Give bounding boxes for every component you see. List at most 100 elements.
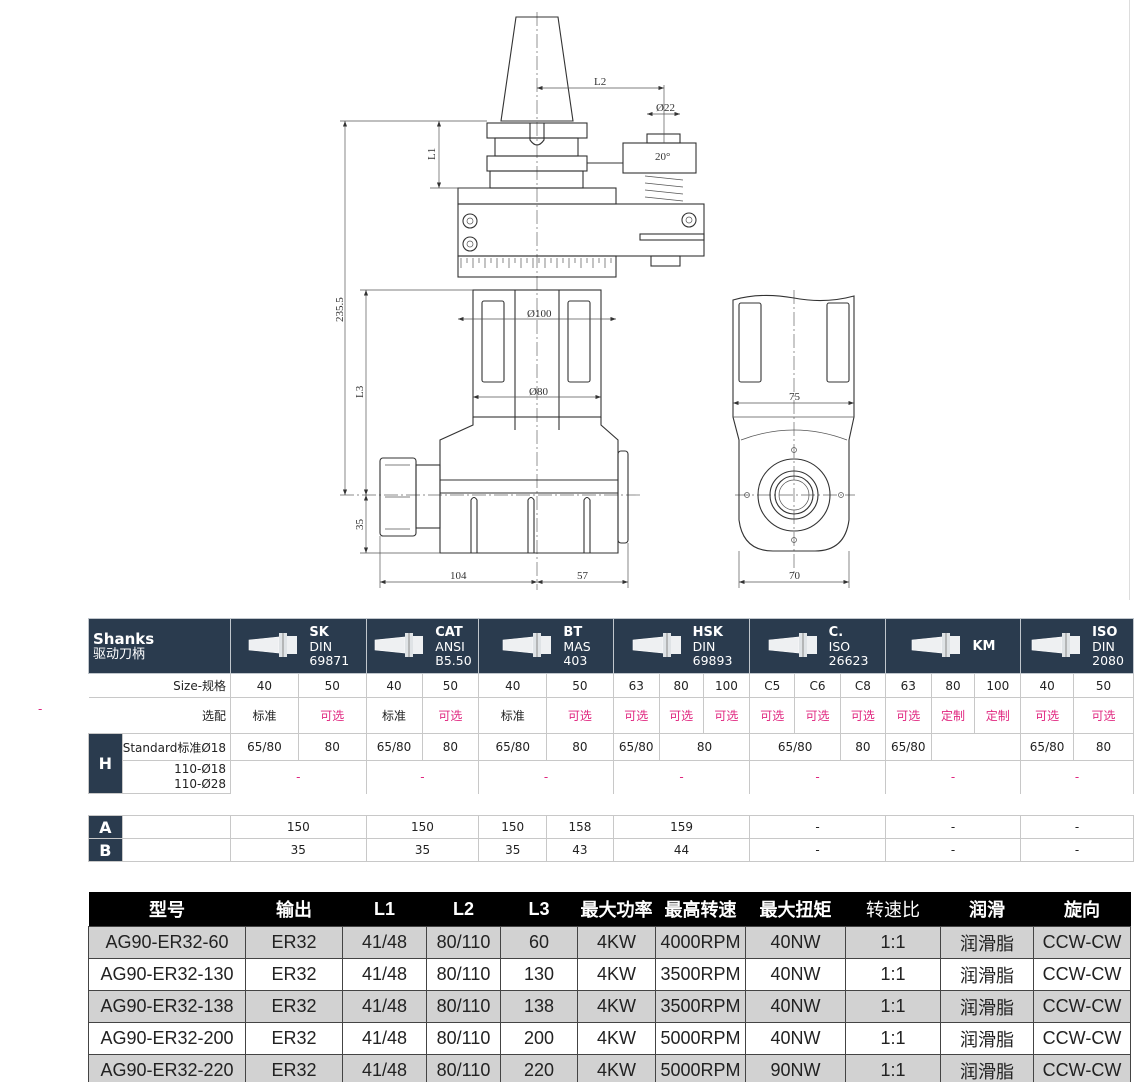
model-name-cell: AG90-ER32-130	[88, 958, 246, 991]
size-cell: 40	[478, 673, 548, 698]
shank-standard: ISO	[828, 638, 851, 654]
arm-band	[457, 203, 705, 257]
size-cell: 80	[658, 673, 704, 698]
model-spec-cell: 41/48	[342, 1022, 427, 1055]
h-standard-cell	[930, 733, 1022, 761]
model-spec-cell: 5000RPM	[655, 1054, 746, 1082]
bt-shank-icon	[501, 630, 557, 663]
a-cell: -	[1020, 815, 1134, 839]
h-standard-cell: 80	[1073, 733, 1134, 761]
model-spec-cell: 90NW	[745, 1054, 846, 1082]
screw-icon	[462, 236, 478, 252]
technical-drawing: L2 Ø22 20° L1 235.5 L3 35 Ø100 Ø80 104 5…	[334, 12, 855, 590]
h-standard-cell: 65/80	[478, 733, 548, 761]
b-cell: 43	[546, 838, 614, 862]
shank-type-name: KM	[972, 638, 996, 654]
h-alt-cell: -	[478, 760, 614, 794]
dim-104: 104	[450, 570, 467, 582]
models-column-header: L2	[426, 892, 501, 927]
shank-type-name: ISO	[1092, 624, 1118, 640]
b-label-box: B	[88, 838, 123, 862]
model-name-cell: AG90-ER32-138	[88, 990, 246, 1023]
b-cell: 35	[365, 838, 480, 862]
model-spec-cell: 润滑脂	[940, 1054, 1034, 1082]
model-spec-cell: 60	[500, 926, 578, 959]
shank-standard-number: 26623	[828, 652, 869, 668]
model-name-cell: AG90-ER32-200	[88, 1022, 246, 1055]
option-cell: 可选	[884, 697, 932, 734]
h-alt-cell: -	[365, 760, 480, 794]
option-cell: 可选	[612, 697, 660, 734]
screw-icon	[462, 213, 478, 229]
dim-l1: L1	[426, 148, 438, 160]
model-spec-cell: 4KW	[577, 926, 656, 959]
h-standard-cell: 80	[546, 733, 614, 761]
shank-type-name: CAT	[435, 624, 463, 640]
model-spec-cell: 润滑脂	[940, 1022, 1034, 1055]
column	[472, 289, 602, 418]
dim-d22: Ø22	[656, 102, 675, 114]
dim-d80: Ø80	[529, 386, 548, 398]
h-alt-cell: -	[749, 760, 886, 794]
option-cell: 可选	[297, 697, 367, 734]
option-cell: 标准	[230, 697, 299, 734]
sk-shank-icon	[247, 630, 303, 663]
shank-standard-number: 69871	[309, 652, 350, 668]
model-spec-cell: 80/110	[426, 990, 501, 1023]
model-name-cell: AG90-ER32-220	[88, 1054, 246, 1082]
a-cell: 159	[612, 815, 751, 839]
b-cell: -	[749, 838, 886, 862]
size-cell: 80	[930, 673, 976, 698]
dim-l2: L2	[594, 76, 606, 88]
dimensions: L2 Ø22 20° L1 235.5 L3 35 Ø100 Ø80 104 5…	[334, 76, 854, 588]
b-cell: 44	[612, 838, 751, 862]
models-column-header: 输出	[245, 892, 343, 927]
iso-shank-icon	[1030, 630, 1086, 663]
spacer	[89, 794, 1134, 816]
models-column-header: 最大扭矩	[745, 892, 846, 927]
h-alt-label-line: 110-Ø18	[174, 762, 227, 776]
option-cell: 标准	[478, 697, 548, 734]
model-spec-cell: 5000RPM	[655, 1022, 746, 1055]
option-label: 选配	[88, 697, 232, 734]
taper-shank	[500, 16, 574, 122]
model-spec-cell: 4KW	[577, 958, 656, 991]
model-spec-cell: 41/48	[342, 1054, 427, 1082]
km-shank-icon	[910, 630, 966, 663]
screw-icon	[681, 212, 697, 228]
model-spec-cell: 40NW	[745, 958, 846, 991]
model-spec-cell: CCW-CW	[1033, 1022, 1131, 1055]
shanks-subtitle: 驱动刀柄	[93, 646, 146, 662]
model-spec-cell: 3500RPM	[655, 958, 746, 991]
model-spec-cell: 41/48	[342, 990, 427, 1023]
dim-75: 75	[789, 391, 801, 403]
model-spec-cell: ER32	[245, 1054, 343, 1082]
model-spec-cell: 130	[500, 958, 578, 991]
models-column-header: 最大功率	[577, 892, 656, 927]
shank-group-header: KM	[886, 630, 1020, 663]
model-spec-cell: 润滑脂	[940, 958, 1034, 991]
shank-standard: MAS	[563, 638, 591, 654]
model-spec-cell: 润滑脂	[940, 926, 1034, 959]
b-cell: -	[884, 838, 1022, 862]
shank-type-name: SK	[309, 624, 329, 640]
model-spec-cell: 80/110	[426, 1054, 501, 1082]
h-alt-cell: -	[1020, 760, 1134, 794]
hsk-shank-icon	[631, 630, 687, 663]
size-cell: 50	[546, 673, 614, 698]
model-spec-cell: 40NW	[745, 1022, 846, 1055]
a-cell: 158	[546, 815, 614, 839]
model-spec-cell: 1:1	[845, 926, 941, 959]
option-cell: 定制	[974, 697, 1022, 734]
